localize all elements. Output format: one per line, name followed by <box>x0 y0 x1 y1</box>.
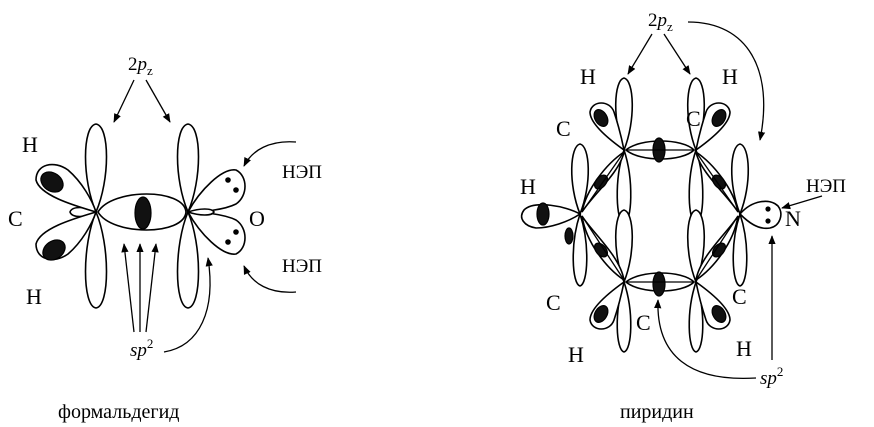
formaldehyde-lone-pair-top-arrow <box>243 141 297 167</box>
pyridine-molecule: H H C C H N C C C H H 2pz НЭП sp2 пириди… <box>520 10 846 423</box>
c-h-top-bond <box>35 163 98 214</box>
pyridine-c-bottom-mid: C <box>636 310 651 335</box>
formaldehyde-sp2-arrow-1 <box>121 243 135 333</box>
pyridine-lone-pair-label: НЭП <box>806 176 846 197</box>
pyridine-2pz-arrow-right <box>663 33 691 75</box>
formaldehyde-c: C <box>8 206 23 231</box>
formaldehyde-lone-pair-bottom-arrow <box>243 265 297 293</box>
pyridine-n-lone-pair <box>738 200 782 230</box>
pyridine-h-bottom-left: H <box>568 342 584 367</box>
pyridine-c-top-right: C <box>686 106 701 131</box>
formaldehyde-lone-pair-bottom-label: НЭП <box>282 256 322 277</box>
pyridine-lone-pair-arrow <box>781 195 823 210</box>
c-h-bottom-bond <box>35 210 98 261</box>
o-back-lobe <box>185 208 215 216</box>
o-lone-pair-bottom <box>186 211 246 255</box>
pyridine-ch-bonds <box>520 102 731 330</box>
formaldehyde-sp2-arrow-3 <box>145 243 159 333</box>
o-lone-pair-top <box>186 169 246 213</box>
pyridine-h-top-left: H <box>580 64 596 89</box>
pyridine-sp2-arrow-curved <box>654 299 757 380</box>
pyridine-c-top-left: C <box>556 116 571 141</box>
formaldehyde-molecule: H C H O 2pz НЭП НЭП sp2 формальдегид <box>8 54 322 423</box>
pyridine-pz-orbitals <box>570 77 750 353</box>
c-o-sigma-bond <box>69 193 187 231</box>
pyridine-sp2-label: sp2 <box>760 364 783 389</box>
formaldehyde-sp2-label: sp2 <box>130 336 153 361</box>
formaldehyde-h-bottom: H <box>26 284 42 309</box>
pyridine-h-bottom-right: H <box>736 336 752 361</box>
pyridine-ring-lines <box>581 149 739 283</box>
formaldehyde-caption: формальдегид <box>58 401 179 423</box>
formaldehyde-o: O <box>249 206 265 231</box>
formaldehyde-2pz-arrow-left <box>113 79 135 123</box>
pyridine-h-left: H <box>520 174 536 199</box>
formaldehyde-sp2-arrow-curved <box>163 257 213 353</box>
pyridine-c-bottom-left: C <box>546 290 561 315</box>
pyridine-caption: пиридин <box>620 401 694 423</box>
formaldehyde-2pz-label: 2pz <box>128 54 153 78</box>
pyridine-ring-sigma-bonds <box>581 137 739 297</box>
c-pz-orbital <box>84 123 108 309</box>
pyridine-c-bottom-right: C <box>732 284 747 309</box>
pyridine-h-top-right: H <box>722 64 738 89</box>
formaldehyde-2pz-arrow-right <box>145 79 171 123</box>
pyridine-2pz-arrow-left <box>627 33 653 75</box>
pyridine-2pz-arrow-curved <box>687 21 766 141</box>
o-pz-orbital <box>176 123 200 309</box>
pyridine-n: N <box>785 206 801 231</box>
formaldehyde-lone-pair-top-label: НЭП <box>282 162 322 183</box>
formaldehyde-h-top: H <box>22 132 38 157</box>
pyridine-2pz-label: 2pz <box>648 10 673 34</box>
